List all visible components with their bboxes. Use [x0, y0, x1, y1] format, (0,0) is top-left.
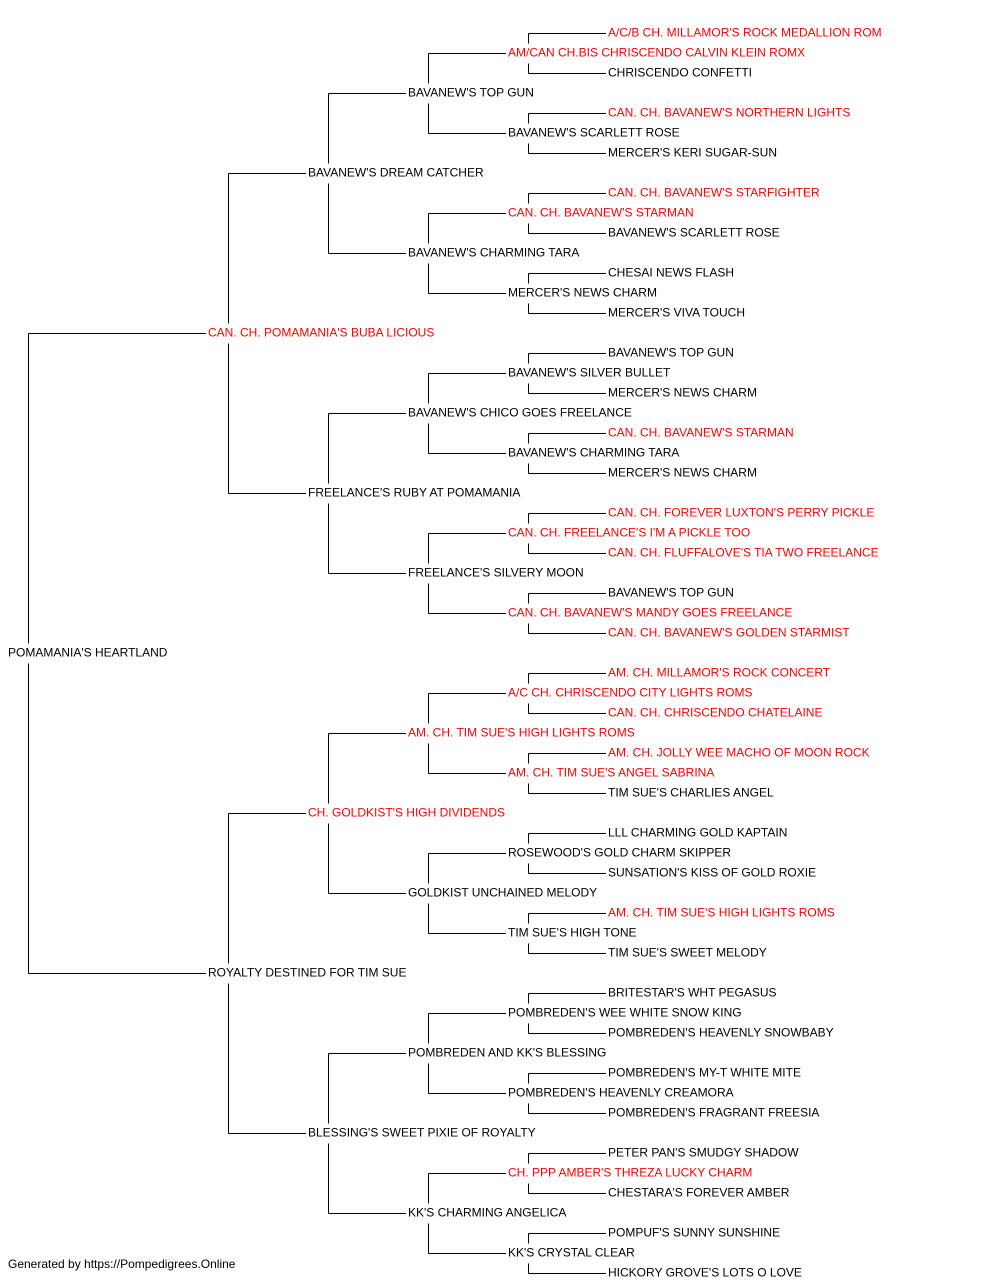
dog-name: ROSEWOOD'S GOLD CHARM SKIPPER	[508, 846, 731, 860]
dog-name: BAVANEW'S TOP GUN	[608, 586, 734, 600]
dog-name: MERCER'S KERI SUGAR-SUN	[608, 146, 777, 160]
dog-name: ROYALTY DESTINED FOR TIM SUE	[208, 966, 406, 980]
dog-name: AM. CH. TIM SUE'S HIGH LIGHTS ROMS	[608, 906, 835, 920]
dog-name: MERCER'S NEWS CHARM	[508, 286, 657, 300]
dog-name: BAVANEW'S DREAM CATCHER	[308, 166, 484, 180]
dog-name: AM. CH. MILLAMOR'S ROCK CONCERT	[608, 666, 831, 680]
dog-name: BAVANEW'S SCARLETT ROSE	[508, 126, 680, 140]
dog-name: POMBREDEN'S HEAVENLY CREAMORA	[508, 1086, 734, 1100]
dog-name: A/C/B CH. MILLAMOR'S ROCK MEDALLION ROM	[608, 26, 882, 40]
dog-name: CAN. CH. POMAMANIA'S BUBA LICIOUS	[208, 326, 434, 340]
dog-name: TIM SUE'S SWEET MELODY	[608, 946, 767, 960]
dog-name: BAVANEW'S SILVER BULLET	[508, 366, 671, 380]
dog-name: CAN. CH. BAVANEW'S STARFIGHTER	[608, 186, 820, 200]
dog-name: FREELANCE'S RUBY AT POMAMANIA	[308, 486, 520, 500]
dog-name: KK'S CHARMING ANGELICA	[408, 1206, 566, 1220]
dog-name: A/C CH. CHRISCENDO CITY LIGHTS ROMS	[508, 686, 752, 700]
dog-name: AM. CH. TIM SUE'S ANGEL SABRINA	[508, 766, 714, 780]
dog-name: AM/CAN CH.BIS CHRISCENDO CALVIN KLEIN RO…	[508, 46, 805, 60]
dog-name: BLESSING'S SWEET PIXIE OF ROYALTY	[308, 1126, 536, 1140]
dog-name: BAVANEW'S CHARMING TARA	[408, 246, 579, 260]
dog-name: MERCER'S NEWS CHARM	[608, 466, 757, 480]
dog-name: POMBREDEN'S HEAVENLY SNOWBABY	[608, 1026, 834, 1040]
dog-name: CAN. CH. FREELANCE'S I'M A PICKLE TOO	[508, 526, 750, 540]
dog-name: CH. PPP AMBER'S THREZA LUCKY CHARM	[508, 1166, 752, 1180]
dog-name: POMBREDEN'S FRAGRANT FREESIA	[608, 1106, 819, 1120]
dog-name: POMPUF'S SUNNY SUNSHINE	[608, 1226, 780, 1240]
dog-name: CAN. CH. BAVANEW'S STARMAN	[608, 426, 794, 440]
footer-credit: Generated by https://Pompedigrees.Online	[8, 1257, 236, 1271]
dog-name: BRITESTAR'S WHT PEGASUS	[608, 986, 777, 1000]
dog-name: MERCER'S NEWS CHARM	[608, 386, 757, 400]
dog-name: AM. CH. TIM SUE'S HIGH LIGHTS ROMS	[408, 726, 635, 740]
dog-name: AM. CH. JOLLY WEE MACHO OF MOON ROCK	[608, 746, 870, 760]
dog-name: CAN. CH. FLUFFALOVE'S TIA TWO FREELANCE	[608, 546, 879, 560]
dog-name: MERCER'S VIVA TOUCH	[608, 306, 745, 320]
dog-name: PETER PAN'S SMUDGY SHADOW	[608, 1146, 799, 1160]
dog-name: KK'S CRYSTAL CLEAR	[508, 1246, 635, 1260]
dog-name: LLL CHARMING GOLD KAPTAIN	[608, 826, 787, 840]
dog-name: POMBREDEN AND KK'S BLESSING	[408, 1046, 606, 1060]
dog-name: TIM SUE'S CHARLIES ANGEL	[608, 786, 774, 800]
dog-name: SUNSATION'S KISS OF GOLD ROXIE	[608, 866, 816, 880]
dog-name: BAVANEW'S CHARMING TARA	[508, 446, 679, 460]
dog-name: BAVANEW'S TOP GUN	[408, 86, 534, 100]
dog-name: BAVANEW'S CHICO GOES FREELANCE	[408, 406, 632, 420]
dog-name: CHESTARA'S FOREVER AMBER	[608, 1186, 790, 1200]
dog-name: POMBREDEN'S MY-T WHITE MITE	[608, 1066, 801, 1080]
dog-name: CAN. CH. BAVANEW'S MANDY GOES FREELANCE	[508, 606, 792, 620]
dog-name: GOLDKIST UNCHAINED MELODY	[408, 886, 597, 900]
dog-name: CAN. CH. BAVANEW'S GOLDEN STARMIST	[608, 626, 850, 640]
dog-name: CAN. CH. FOREVER LUXTON'S PERRY PICKLE	[608, 506, 874, 520]
dog-name: BAVANEW'S SCARLETT ROSE	[608, 226, 780, 240]
dog-name: CHRISCENDO CONFETTI	[608, 66, 752, 80]
dog-name: CAN. CH. BAVANEW'S STARMAN	[508, 206, 694, 220]
dog-name: HICKORY GROVE'S LOTS O LOVE	[608, 1266, 802, 1280]
dog-name: POMBREDEN'S WEE WHITE SNOW KING	[508, 1006, 742, 1020]
dog-name: CH. GOLDKIST'S HIGH DIVIDENDS	[308, 806, 505, 820]
dog-name: POMAMANIA'S HEARTLAND	[8, 646, 168, 660]
dog-name: FREELANCE'S SILVERY MOON	[408, 566, 584, 580]
dog-name: CAN. CH. BAVANEW'S NORTHERN LIGHTS	[608, 106, 850, 120]
dog-name: TIM SUE'S HIGH TONE	[508, 926, 637, 940]
dog-name: CHESAI NEWS FLASH	[608, 266, 734, 280]
dog-name: BAVANEW'S TOP GUN	[608, 346, 734, 360]
dog-name: CAN. CH. CHRISCENDO CHATELAINE	[608, 706, 822, 720]
